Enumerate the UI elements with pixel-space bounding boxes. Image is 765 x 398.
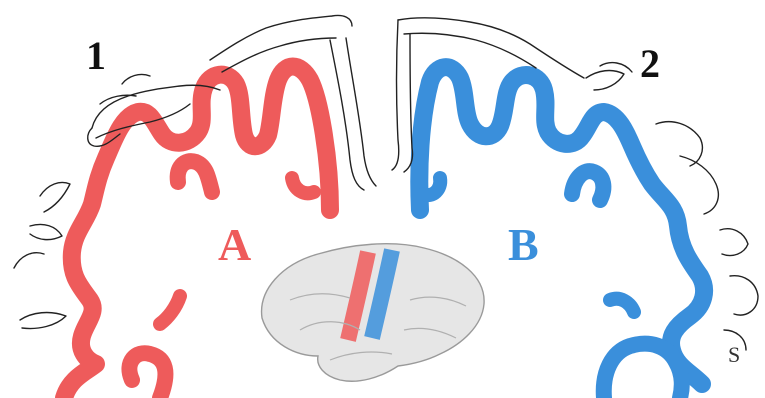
small-letter-label: S [728,344,740,366]
brain-inset-icon [262,244,485,381]
motor-cortex-label: A [218,222,251,268]
sensory-homunculus-number: 2 [640,44,660,84]
motor-homunculus-number: 1 [86,36,106,76]
sensory-cortex-strip [419,67,704,398]
sensory-cortex-label: B [508,222,539,268]
